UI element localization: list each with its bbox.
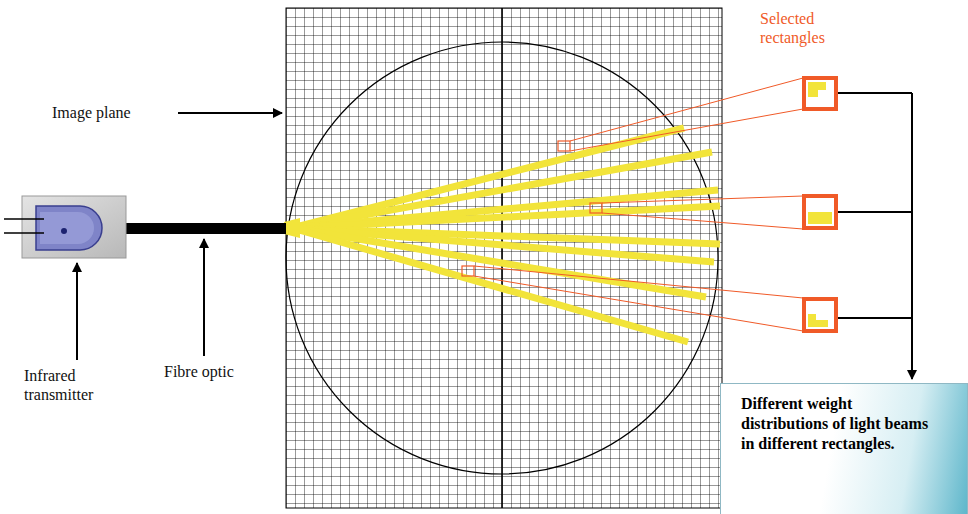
image-plane-grid — [286, 8, 722, 508]
infrared-transmitter — [4, 196, 126, 258]
box-text: Different weight distributions of light … — [741, 394, 941, 454]
bracket-arrow — [838, 93, 912, 379]
part-label: Image plane — [52, 103, 172, 122]
light-beams — [292, 128, 720, 342]
part-label: Infrared transmitter — [24, 366, 122, 404]
callout-label: Selected rectangles — [760, 9, 852, 47]
part-label: Fibre optic — [164, 362, 274, 381]
enlarged-rectangles — [804, 78, 836, 331]
leader-arrows — [77, 113, 282, 360]
selected-cells — [462, 141, 602, 276]
beam-source — [284, 218, 300, 238]
text-box: Different weight distributions of light … — [720, 383, 968, 514]
zoom-lines — [474, 78, 803, 331]
fibre-optic-cable — [120, 223, 286, 234]
